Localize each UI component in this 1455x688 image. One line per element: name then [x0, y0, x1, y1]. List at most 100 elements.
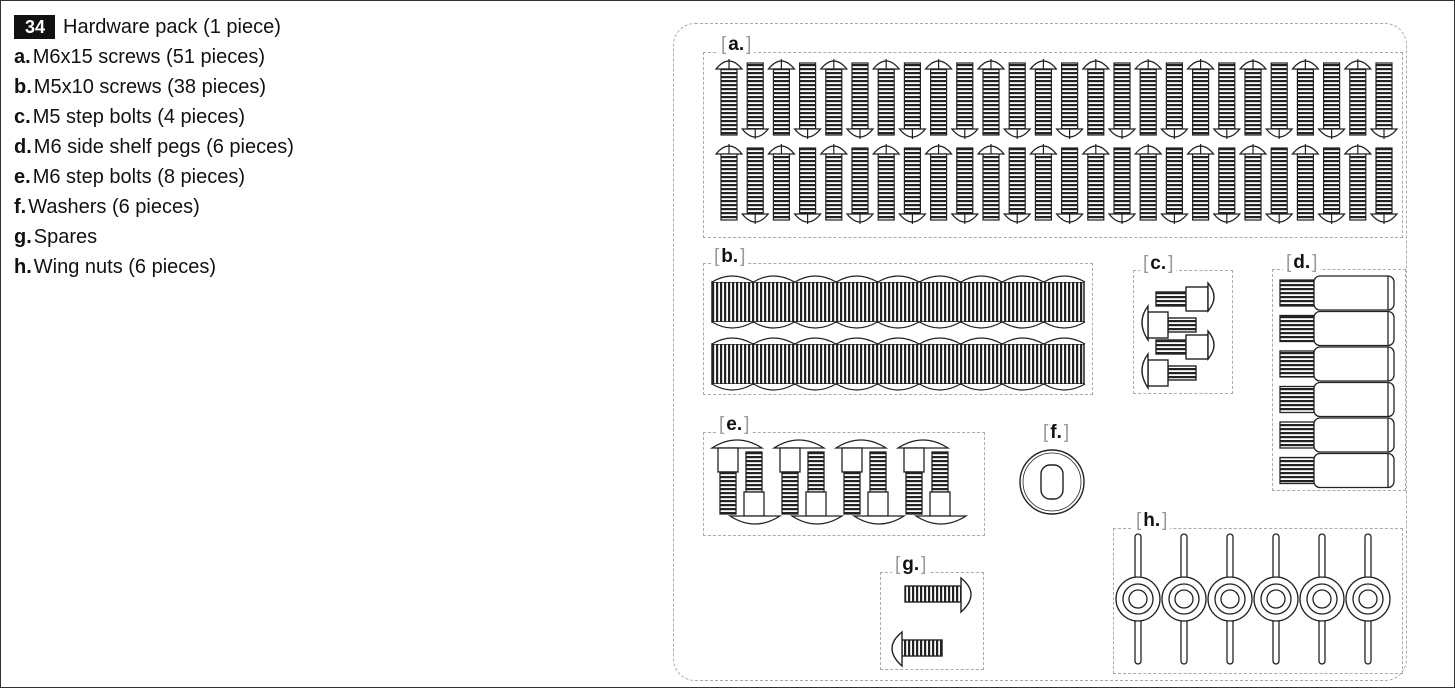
screw-m6x15 — [1133, 144, 1163, 221]
group-g-label: g. — [892, 554, 930, 576]
screw-m6x15 — [845, 147, 875, 224]
screw-m6x15 — [767, 59, 796, 136]
screw-m6x15 — [1081, 59, 1111, 136]
screw-m6x15 — [1186, 144, 1215, 221]
wing-nut — [1115, 533, 1161, 665]
screws-m5x10-group — [711, 275, 1086, 391]
group-c-box — [1133, 270, 1233, 394]
screw-m6x15 — [1133, 59, 1163, 136]
group-h-box — [1113, 528, 1403, 674]
screw-m6x15 — [1212, 62, 1242, 139]
screw-m6x15 — [845, 62, 875, 139]
group-a-label: a. — [718, 34, 755, 56]
item-c: c.M5 step bolts (4 pieces) — [14, 106, 246, 128]
screws-m6x15-group — [714, 59, 1399, 224]
screw-m6x15 — [1291, 144, 1320, 221]
screw-m6x15 — [1002, 147, 1032, 224]
screw-m6x15 — [1343, 144, 1373, 221]
side-shelf-pegs-group — [1279, 275, 1395, 489]
item-a: a.M6x15 screws (51 pieces) — [14, 46, 265, 68]
screw-m6x15 — [740, 147, 770, 224]
screw-m6x15 — [1160, 62, 1189, 139]
screw-m6x15 — [1029, 59, 1058, 136]
screw-m6x15 — [950, 62, 980, 139]
screw-m6x15 — [1160, 147, 1189, 224]
screw-m6x15 — [1107, 147, 1137, 224]
wing-nut — [1345, 533, 1391, 665]
side-shelf-peg — [1279, 452, 1395, 489]
screw-m6x15 — [976, 59, 1006, 136]
screw-m6x15 — [950, 147, 980, 224]
group-d-box — [1272, 269, 1406, 491]
screw-m6x15 — [1238, 59, 1268, 136]
screw-m6x15 — [871, 144, 901, 221]
screw-m6x15 — [714, 59, 744, 136]
screw-m6x15 — [871, 59, 901, 136]
item-g: g.Spares — [14, 226, 98, 248]
step-bolts-m5-group — [1141, 281, 1215, 391]
side-shelf-peg — [1279, 381, 1395, 418]
screw-m6x15 — [819, 59, 849, 136]
part-number-badge: 34 — [14, 15, 56, 39]
wing-nuts-group — [1115, 533, 1391, 665]
screw-m6x15 — [1002, 62, 1032, 139]
screw-m6x15 — [924, 144, 953, 221]
item-f: f.Washers (6 pieces) — [14, 196, 200, 218]
step-bolt-m6 — [895, 439, 969, 525]
item-h: h.Wing nuts (6 pieces) — [14, 256, 217, 278]
washer-icon — [1019, 449, 1085, 515]
screw-m6x15 — [1317, 62, 1346, 139]
screw-m6x15 — [1264, 62, 1294, 139]
screw-m6x15 — [1107, 62, 1137, 139]
side-shelf-peg — [1279, 417, 1395, 453]
wing-nut — [1161, 533, 1207, 665]
group-d-label: d. — [1283, 252, 1321, 274]
item-b: b.M5x10 screws (38 pieces) — [14, 76, 267, 98]
group-e-box — [703, 432, 985, 536]
group-b-label: b. — [711, 246, 749, 268]
wing-nut — [1299, 533, 1345, 665]
group-e-label: e. — [716, 414, 753, 436]
side-shelf-peg — [1279, 275, 1395, 311]
screw-m6x15 — [976, 144, 1006, 221]
step-bolts-m6-group — [709, 439, 969, 525]
screw-m6x15 — [767, 144, 796, 221]
wing-nut — [1207, 533, 1253, 665]
step-bolt-m6 — [833, 439, 907, 525]
screw-m6x15 — [1343, 59, 1373, 136]
side-shelf-peg — [1279, 346, 1395, 382]
hardware-legend: 34 Hardware pack (1 piece) a.M6x15 screw… — [14, 12, 294, 282]
screw-m6x15 — [793, 62, 822, 139]
screw-m6x15 — [740, 62, 770, 139]
screw-m6x15 — [1055, 62, 1084, 139]
screw-m6x15 — [1081, 144, 1111, 221]
screw-m6x15 — [1029, 144, 1058, 221]
screw-m6x15 — [924, 59, 953, 136]
item-d: d.M6 side shelf pegs (6 pieces) — [14, 136, 294, 158]
hardware-illustration-panel — [673, 23, 1407, 681]
step-bolt-m6 — [709, 439, 783, 525]
screw-m6x15 — [1369, 62, 1399, 139]
group-g-box — [880, 572, 984, 670]
spare-screws-icon — [891, 576, 972, 668]
screw-m6x15 — [1055, 147, 1084, 224]
group-c-label: c. — [1140, 253, 1177, 275]
screw-m6x15 — [1212, 147, 1242, 224]
screw-m6x15 — [1291, 59, 1320, 136]
screw-m6x15 — [1264, 147, 1294, 224]
group-h-label: h. — [1133, 510, 1171, 532]
screw-m6x15 — [1238, 144, 1268, 221]
side-shelf-peg — [1279, 310, 1395, 347]
screw-m6x15 — [1317, 147, 1346, 224]
screw-m6x15 — [1369, 147, 1399, 224]
item-list: a.M6x15 screws (51 pieces) b.M5x10 screw… — [14, 42, 294, 282]
screw-m6x15 — [1186, 59, 1215, 136]
screw-m6x15 — [714, 144, 744, 221]
wing-nut — [1253, 533, 1299, 665]
step-bolt-m6 — [771, 439, 845, 525]
group-b-box — [703, 263, 1093, 395]
legend-title: 34 Hardware pack (1 piece) — [14, 12, 294, 42]
screw-m6x15 — [793, 147, 822, 224]
part-title: Hardware pack (1 piece) — [63, 15, 281, 38]
